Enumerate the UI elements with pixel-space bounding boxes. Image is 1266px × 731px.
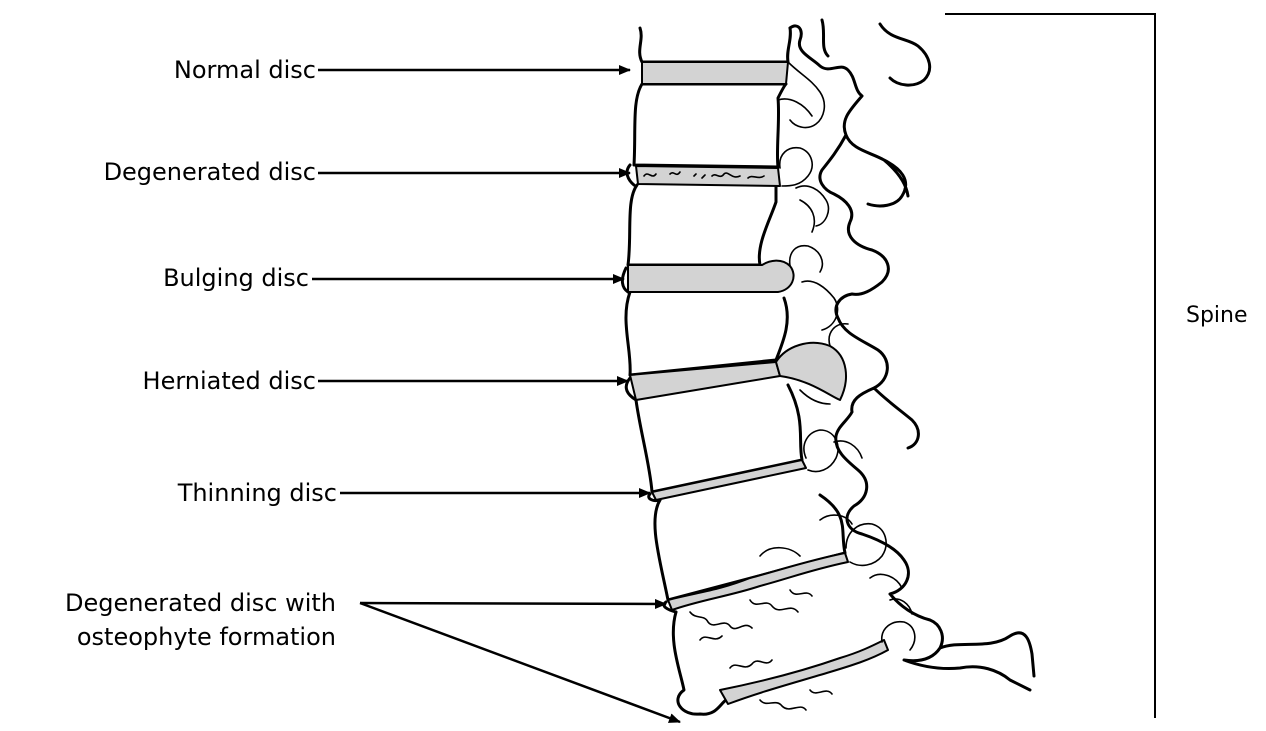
herniation-bulge xyxy=(776,343,846,400)
degenerated-disc-shape xyxy=(636,166,780,186)
normal-disc-shape xyxy=(642,62,788,84)
vertebra-1 xyxy=(640,28,791,62)
label-spine: Spine xyxy=(1186,302,1248,330)
label-degenerated-disc: Degenerated disc xyxy=(104,158,316,186)
label-bulging-disc: Bulging disc xyxy=(163,264,309,292)
vertebra-5 xyxy=(636,385,802,492)
label-osteophyte-line2: osteophyte formation xyxy=(77,623,336,651)
arrow-osteophyte-upper xyxy=(360,603,666,604)
arrow-osteophyte-lower xyxy=(360,603,680,722)
vertebra-7 xyxy=(673,612,726,714)
thinning-disc-shape xyxy=(652,460,806,500)
vertebra-2 xyxy=(634,84,786,167)
label-thinning-disc: Thinning disc xyxy=(178,479,337,507)
osteophyte-disc-lower xyxy=(720,640,888,704)
label-normal-disc: Normal disc xyxy=(174,56,316,84)
vertebra-3 xyxy=(628,185,776,265)
label-osteophyte-line1: Degenerated disc with xyxy=(65,589,336,617)
osteophyte-disc-upper xyxy=(668,553,848,610)
herniated-disc-shape xyxy=(630,362,780,400)
bulging-disc-shape xyxy=(628,261,794,292)
spine-bracket xyxy=(945,14,1155,718)
label-herniated-disc: Herniated disc xyxy=(143,367,316,395)
